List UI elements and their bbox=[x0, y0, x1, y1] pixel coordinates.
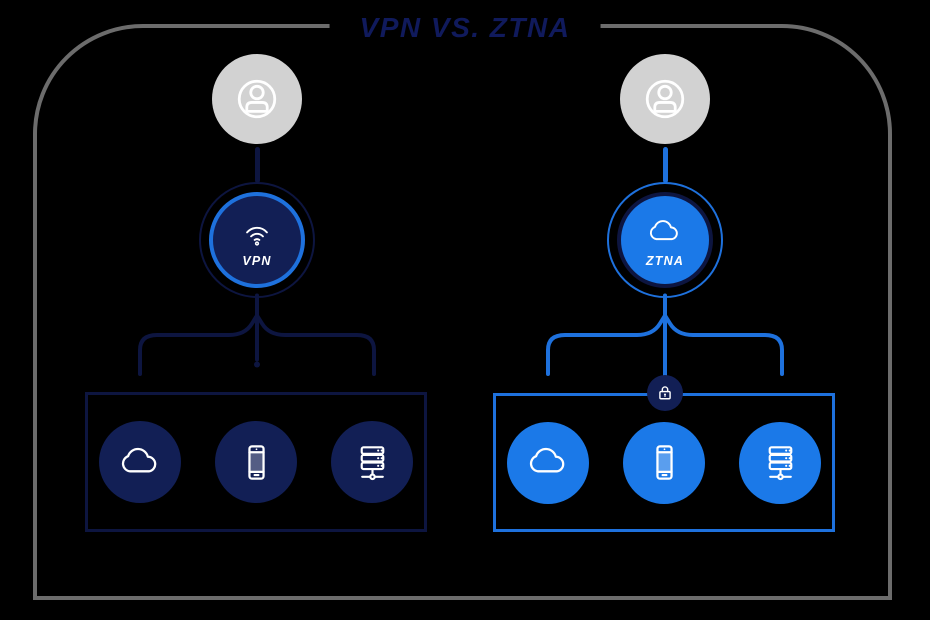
cloud-icon bbox=[117, 439, 164, 486]
vpn-hub-circle: VPN bbox=[209, 192, 305, 288]
user-hub-connector-right bbox=[662, 147, 668, 183]
smartphone-device-circle bbox=[215, 421, 297, 503]
user-icon bbox=[237, 79, 277, 119]
vpn-label: VPN bbox=[242, 253, 272, 268]
server-icon bbox=[349, 439, 396, 486]
ztna-device-box bbox=[493, 393, 835, 532]
cloud-device-circle bbox=[507, 421, 589, 504]
user-avatar-left bbox=[212, 54, 302, 144]
smartphone-icon bbox=[233, 439, 280, 486]
cloud-icon bbox=[649, 219, 678, 240]
branch-lines-left bbox=[138, 293, 376, 376]
diagram-title: VPN VS. ZTNA bbox=[329, 12, 601, 44]
cloud-device-circle bbox=[99, 421, 181, 503]
user-icon bbox=[645, 79, 685, 119]
smartphone-icon bbox=[641, 439, 688, 486]
branch-lines-right bbox=[546, 293, 784, 380]
smartphone-device-circle bbox=[623, 421, 705, 504]
lock-icon bbox=[659, 386, 671, 400]
vpn-hub-ring: VPN bbox=[199, 182, 315, 298]
user-hub-connector-left bbox=[254, 147, 260, 183]
server-icon bbox=[757, 439, 804, 486]
ztna-hub-ring: ZTNA bbox=[607, 182, 723, 298]
ztna-hub-circle: ZTNA bbox=[617, 192, 713, 288]
lock-badge bbox=[647, 375, 683, 411]
cloud-icon bbox=[525, 439, 572, 486]
ztna-label: ZTNA bbox=[645, 253, 685, 268]
server-device-circle bbox=[739, 421, 821, 504]
wifi-icon bbox=[246, 226, 268, 246]
user-avatar-right bbox=[620, 54, 710, 144]
vpn-device-box bbox=[85, 392, 427, 532]
server-device-circle bbox=[331, 421, 413, 503]
